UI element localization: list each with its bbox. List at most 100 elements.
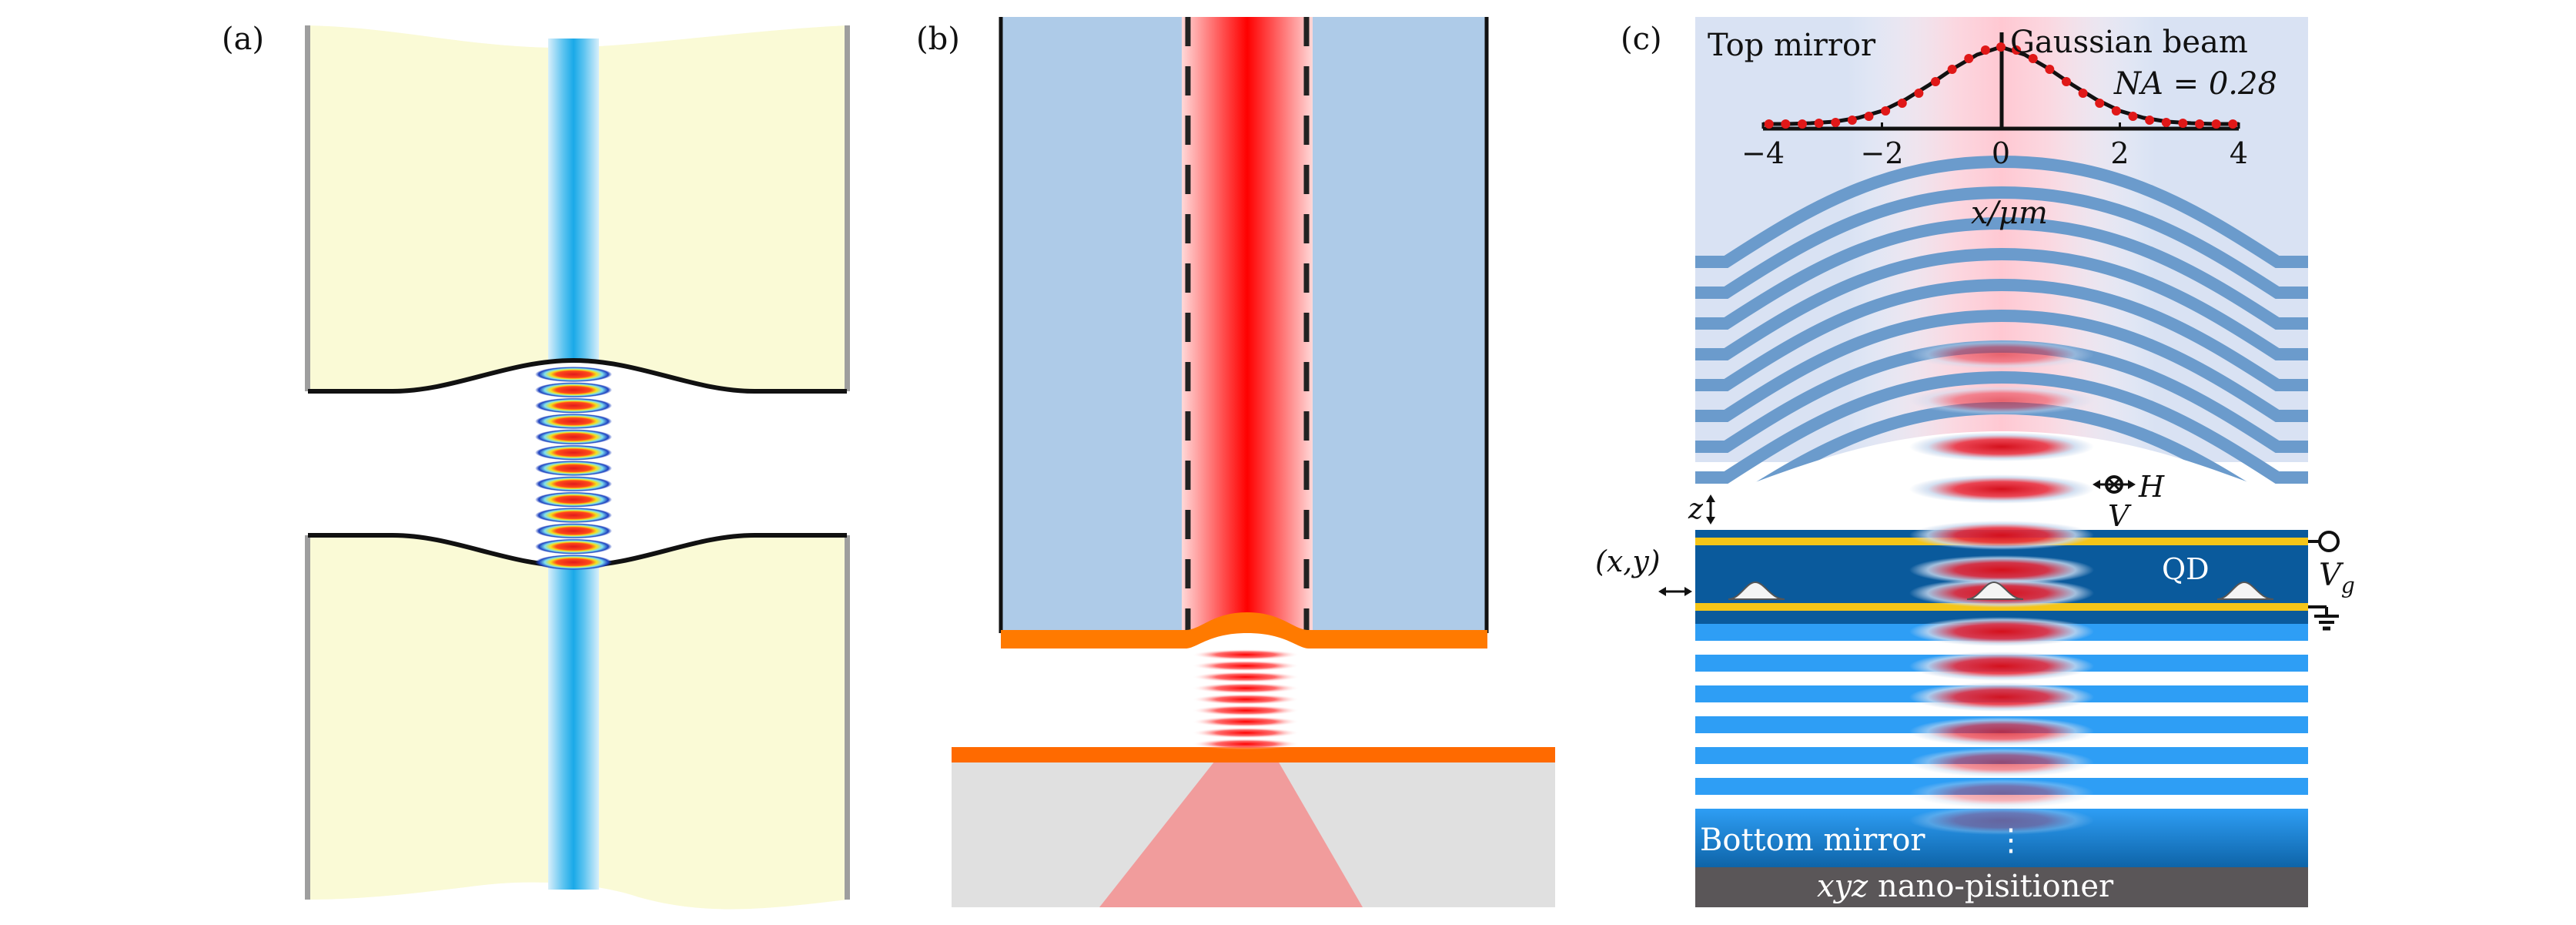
mode-lobe — [1909, 717, 2094, 746]
panel-a — [305, 25, 850, 910]
mode-lobe — [535, 414, 612, 429]
data-point — [1980, 45, 1990, 55]
data-point — [2195, 119, 2205, 129]
mode-lobe — [535, 476, 612, 492]
top-mirror-label: Top mirror — [1708, 28, 1876, 63]
left-edge-lower — [305, 535, 310, 900]
panel-label-a: (a) — [222, 22, 265, 57]
mode-lobe — [1192, 660, 1300, 672]
mode-lobe — [1909, 555, 2094, 585]
data-point — [1914, 89, 1924, 98]
mode-lobe — [1192, 739, 1300, 749]
mode-lobe — [1909, 474, 2094, 504]
vg-circuit — [2308, 531, 2340, 631]
quantum-dot — [1728, 581, 1785, 600]
mode-lobe — [535, 397, 612, 414]
quantum-dot — [1966, 581, 2024, 600]
dbr-layer — [1695, 155, 2308, 268]
data-point — [2178, 119, 2188, 128]
x-tick-label: −4 — [1741, 136, 1785, 170]
data-point — [2211, 119, 2221, 129]
data-point — [2128, 112, 2138, 121]
dbr-layer — [1695, 186, 2308, 299]
z-label: z — [1688, 494, 1704, 525]
dbr-layer — [1695, 216, 2308, 330]
data-point — [1947, 65, 1957, 74]
mode-lobe — [535, 538, 612, 555]
data-markers — [1764, 42, 2238, 129]
mode-lobe — [1909, 682, 2094, 712]
data-point — [1797, 119, 1807, 129]
fiber-mirror-coating — [1001, 612, 1487, 649]
mode-lobe — [1909, 617, 2094, 646]
x-ticks: −4 −2 0 2 4 — [1741, 122, 2248, 170]
data-point — [2078, 89, 2088, 98]
data-point — [2028, 54, 2038, 63]
mode-lobe — [535, 508, 612, 523]
dbr-layer — [1695, 278, 2308, 391]
upper-beam — [548, 39, 599, 362]
dbr-layer — [1695, 309, 2308, 422]
data-point — [2045, 65, 2055, 74]
data-point — [1996, 42, 2006, 52]
data-point — [2228, 119, 2238, 129]
mode-lobe — [535, 444, 612, 461]
data-point — [1964, 54, 1974, 63]
right-edge — [845, 25, 850, 391]
polarization-icon — [2093, 475, 2136, 494]
data-point — [1764, 119, 1774, 129]
qd-label: QD — [2162, 552, 2210, 586]
cavity-mode-pattern-c — [1909, 340, 2094, 835]
right-edge-lower — [845, 535, 850, 900]
data-point — [1931, 77, 1941, 86]
mode-lobe — [1192, 672, 1300, 682]
mode-lobe — [535, 523, 612, 539]
mode-lobe — [1192, 727, 1300, 739]
fiber-cladding-right — [1309, 17, 1487, 633]
cavity-mode-pattern — [535, 367, 612, 570]
x-tick-label: 2 — [2110, 136, 2129, 170]
x-tick-label: 4 — [2230, 136, 2248, 170]
mode-lobe — [1192, 716, 1300, 727]
quantum-dots — [1728, 581, 2274, 600]
dbr-layer — [1695, 370, 2308, 484]
transmitted-beam-cone — [1099, 761, 1363, 907]
x-tick-label: −2 — [1860, 136, 1903, 170]
data-point — [1881, 106, 1891, 116]
data-point — [1831, 118, 1841, 127]
mode-lobe — [535, 555, 612, 570]
mode-lobe — [1192, 682, 1300, 694]
x-tick-label: 0 — [1992, 136, 2010, 170]
mode-lobe — [1909, 340, 2094, 369]
data-point — [1781, 119, 1791, 129]
mode-lobe — [535, 429, 612, 445]
nano-positioner-block — [1695, 867, 2308, 907]
mode-lobe — [535, 382, 612, 398]
data-point — [2095, 99, 2105, 108]
panel-b — [952, 17, 1555, 907]
xy-label: (x,y) — [1595, 545, 1661, 578]
mode-lobe — [1909, 521, 2094, 550]
polarization-h-label: H — [2138, 470, 2165, 504]
vg-label: Vg — [2319, 558, 2355, 598]
mode-lobe — [1909, 432, 2094, 461]
x-axis-label: x/μm — [1971, 196, 2048, 231]
gaussian-profile-inset: −4 −2 0 2 4 — [1741, 32, 2248, 170]
mode-lobe — [1192, 694, 1300, 705]
gate-terminal-icon — [2318, 531, 2340, 552]
data-point — [1897, 99, 1907, 108]
data-point — [1814, 119, 1824, 128]
ellipsis-dots: ⋮ — [1996, 823, 2026, 858]
left-edge — [305, 25, 310, 391]
bottom-mirror-label: Bottom mirror — [1700, 823, 1925, 858]
mode-lobe — [1192, 649, 1300, 660]
cavity-mode-pattern-b — [1192, 649, 1300, 749]
gaussian-beam-label: Gaussian beam — [2010, 25, 2248, 60]
data-point — [2061, 77, 2071, 86]
panel-label-c: (c) — [1621, 22, 1662, 57]
dbr-layer — [1695, 247, 2308, 360]
data-point — [2111, 106, 2121, 116]
planar-mirror-coating — [952, 747, 1555, 762]
fiber-cladding-left — [1001, 17, 1186, 633]
mode-lobe — [1909, 779, 2094, 808]
